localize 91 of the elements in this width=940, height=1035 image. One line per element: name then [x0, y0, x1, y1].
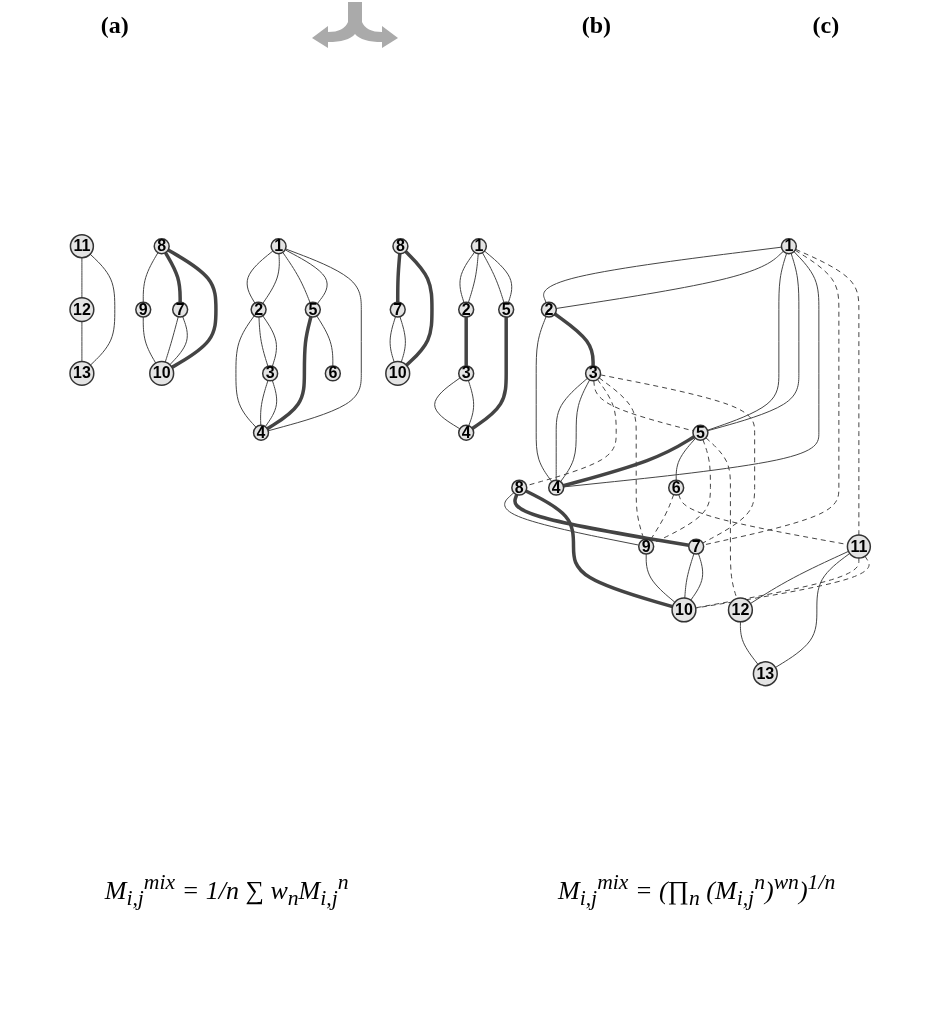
node-circle: 6 — [667, 479, 685, 496]
node-circle: 4 — [547, 479, 565, 496]
connector — [246, 250, 274, 304]
connector — [524, 489, 673, 609]
node-circle: 3 — [457, 365, 475, 382]
node-circle: 13 — [752, 661, 778, 687]
node-circle: 1 — [270, 238, 287, 255]
node-circle: 5 — [497, 301, 515, 318]
connector — [774, 552, 850, 668]
node-circle: 7 — [687, 538, 705, 555]
connector — [562, 435, 695, 488]
node-circle: 2 — [250, 301, 267, 318]
connector — [433, 377, 461, 430]
connector — [262, 315, 277, 367]
connector — [553, 312, 595, 366]
panel-label: (c) — [812, 11, 840, 39]
node-circle: 7 — [389, 301, 406, 318]
node-circle: 12 — [69, 296, 95, 323]
connector — [504, 492, 640, 546]
connector — [404, 250, 434, 367]
connector — [282, 251, 311, 304]
connector — [81, 257, 83, 299]
connector — [675, 437, 696, 481]
connector — [467, 380, 474, 427]
connector — [142, 316, 157, 364]
node-circle: 10 — [671, 597, 697, 623]
connector — [258, 316, 269, 367]
connector — [749, 550, 849, 605]
node-circle: 4 — [457, 424, 475, 441]
node-circle: 7 — [171, 301, 189, 318]
connector — [593, 380, 694, 432]
connector — [795, 248, 860, 536]
node-circle: 11 — [846, 534, 871, 559]
node-circle: 4 — [252, 424, 270, 441]
connector — [81, 321, 83, 362]
node-circle: 3 — [261, 365, 279, 382]
node-circle: 9 — [134, 301, 152, 318]
connector — [235, 315, 257, 428]
connector — [739, 621, 759, 665]
connector — [169, 316, 188, 366]
node-circle: 8 — [510, 479, 528, 496]
node-circle: 13 — [69, 360, 95, 387]
connector — [649, 494, 674, 541]
node-circle: 2 — [457, 301, 475, 318]
connector — [163, 251, 182, 303]
node-circle: 10 — [384, 360, 411, 387]
connector — [513, 494, 689, 548]
connector — [266, 316, 313, 431]
connector — [690, 553, 703, 601]
connector — [535, 316, 553, 483]
connector — [267, 248, 362, 432]
connector — [562, 251, 820, 488]
node-circle: 5 — [304, 301, 321, 318]
node-circle: 11 — [69, 234, 94, 259]
connector — [316, 315, 334, 367]
node-circle: 6 — [324, 365, 341, 382]
connector — [459, 251, 475, 303]
connector — [262, 253, 280, 304]
connector — [471, 317, 508, 430]
formula: M$_{i,j}$$^{mix}$ = (∏$_{n}$ (M$_{i,j}$$^{n}$)$^{wn}$)$^{1/n}$ — [558, 870, 836, 911]
connector — [684, 553, 695, 599]
connector — [395, 253, 402, 303]
connector — [264, 380, 277, 428]
connector — [542, 246, 782, 304]
connector — [645, 553, 676, 603]
connector — [259, 380, 269, 426]
connector — [481, 252, 505, 303]
node-circle: 12 — [727, 597, 753, 623]
connector — [555, 250, 784, 309]
connector — [599, 374, 755, 544]
node-circle: 9 — [637, 538, 655, 555]
connector — [464, 317, 468, 366]
connector — [389, 316, 396, 363]
node-circle: 1 — [780, 238, 797, 255]
connector — [142, 252, 159, 303]
node-circle: 10 — [148, 360, 175, 387]
node-circle: 3 — [584, 365, 602, 382]
connector — [284, 249, 328, 305]
connector — [164, 316, 179, 363]
connector — [167, 248, 218, 369]
node-circle: 1 — [470, 238, 487, 255]
panel-label: (a) — [100, 11, 129, 39]
connector — [89, 253, 116, 366]
connector — [399, 316, 406, 363]
node-circle: 2 — [540, 301, 557, 318]
connector — [467, 253, 479, 303]
node-circle: 8 — [392, 238, 409, 255]
node-circle: 5 — [692, 424, 709, 441]
panel-label: (b) — [581, 11, 612, 39]
connector — [483, 250, 513, 303]
node-circle: 8 — [153, 238, 170, 255]
